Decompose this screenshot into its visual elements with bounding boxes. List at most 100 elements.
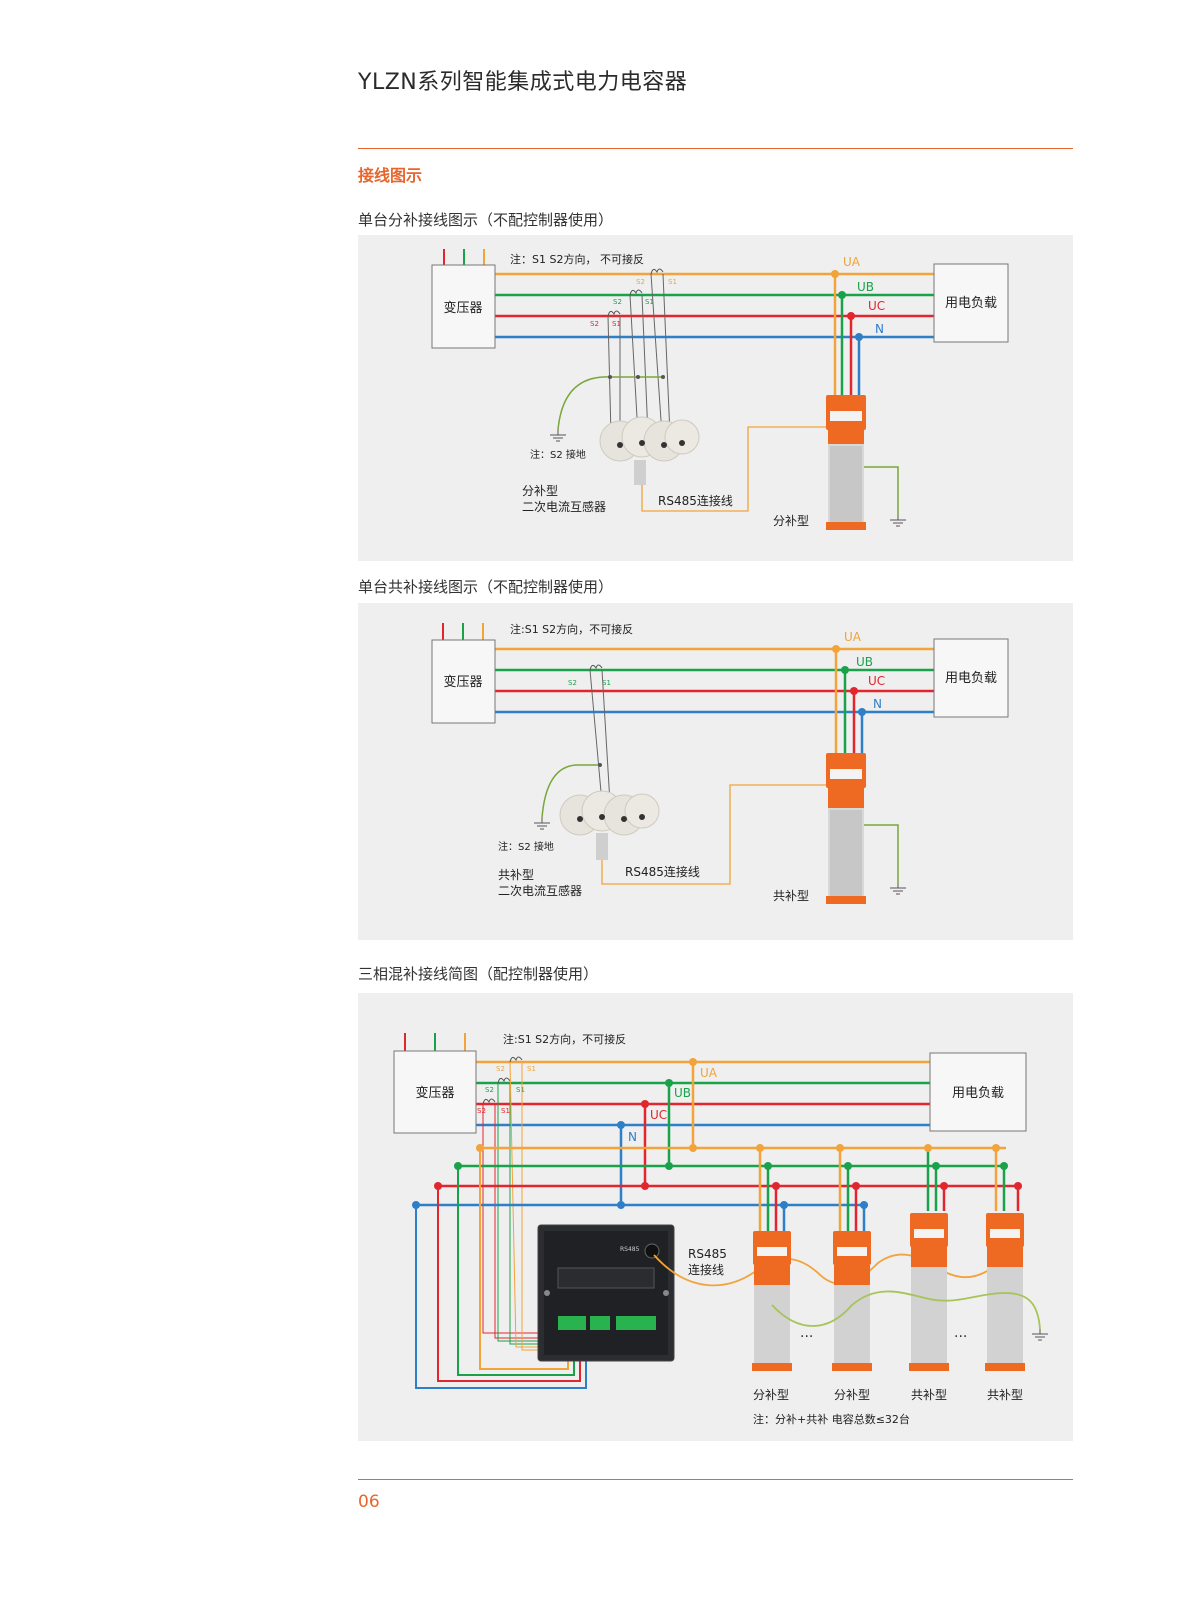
d2-ct-leads [589, 669, 611, 804]
diagram2-subtitle: 单台共补接线图示（不配控制器使用） [358, 578, 614, 596]
d1-ua-label: UA [843, 255, 861, 269]
svg-text:S2: S2 [496, 1065, 505, 1073]
d1-cap-label: 分补型 [773, 514, 809, 528]
d1-ct-ground-icon [550, 430, 566, 442]
d1-cap-ground-icon [890, 515, 906, 527]
svg-text:S2: S2 [477, 1107, 486, 1115]
d3-transformer-box [393, 1050, 477, 1134]
d3-cap-drops [758, 1148, 1020, 1231]
d3-capacitor-1 [752, 1231, 792, 1371]
svg-text:S1: S1 [645, 298, 654, 306]
svg-text:S2: S2 [568, 679, 577, 687]
d2-ct-label-1: 共补型 [498, 868, 534, 882]
d3-ua-label: UA [700, 1066, 718, 1080]
d1-ct-c: S2 S1 [590, 310, 621, 328]
d1-rs485-label: RS485连接线 [658, 493, 733, 508]
diagram2-svg: 变压器 用电负载 注:S1 S2方向，不可接反 S2 S1 注：S2 接地 共补… [431, 622, 1009, 904]
d3-total-note: 注：分补+共补 电容总数≤32台 [753, 1412, 910, 1426]
diagram3-panel: 注:S1 S2方向，不可接反 变压器 用电负载 S2 S1 S2 S1 S2 S… [358, 993, 1073, 1441]
d3-load-label: 用电负载 [952, 1086, 1004, 1101]
svg-text:S1: S1 [668, 278, 677, 286]
svg-text:S1: S1 [612, 320, 621, 328]
d2-current-transformer [559, 790, 660, 860]
d3-ct-a: S2 S1 [496, 1056, 536, 1073]
d3-rs485-label-1: RS485 [688, 1247, 727, 1261]
diagram3-svg: 注:S1 S2方向，不可接反 变压器 用电负载 S2 S1 S2 S1 S2 S… [393, 1032, 1048, 1426]
page-number: 06 [358, 1492, 380, 1512]
d1-ct-label-1: 分补型 [522, 484, 558, 498]
svg-text:S1: S1 [527, 1065, 536, 1073]
d3-capacitor-2 [832, 1231, 872, 1371]
d1-rs485-wire [641, 426, 828, 512]
d3-cap-label-2: 分补型 [834, 1388, 870, 1402]
diagram1-subtitle: 单台分补接线图示（不配控制器使用） [358, 211, 614, 229]
d2-ct-label-2: 二次电流互感器 [498, 883, 582, 898]
d3-transformer-label: 变压器 [415, 1085, 454, 1101]
d2-load-box [933, 638, 1009, 718]
d3-load-box [929, 1052, 1027, 1132]
svg-text:S2: S2 [590, 320, 599, 328]
d1-transformer-box [431, 264, 496, 349]
d1-current-transformer [599, 416, 700, 485]
d3-controller: RS485 [537, 1224, 675, 1362]
d2-rs485-wire [601, 784, 828, 885]
d1-load-label: 用电负载 [945, 296, 997, 311]
d2-n-label: N [873, 697, 882, 711]
d2-ct-b: S2 S1 [568, 664, 611, 687]
d3-cap-label-4: 共补型 [987, 1388, 1023, 1402]
header-rule [358, 148, 1073, 149]
svg-text:S1: S1 [602, 679, 611, 687]
d1-ct-b: S2 S1 [613, 289, 654, 306]
d3-ct-c: S2 S1 [477, 1098, 510, 1115]
d1-uc-label: UC [868, 299, 885, 313]
d3-uc-label: UC [650, 1108, 667, 1122]
d2-cap-ground-icon [890, 883, 906, 895]
d1-ground-note: 注：S2 接地 [530, 448, 586, 461]
d3-ellipsis-1: ··· [800, 1329, 813, 1345]
d2-uc-label: UC [868, 674, 885, 688]
diagram3-subtitle: 三相混补接线简图（配控制器使用） [358, 965, 599, 983]
d1-transformer-label: 变压器 [443, 300, 482, 316]
d3-note: 注:S1 S2方向，不可接反 [503, 1032, 626, 1046]
d3-ct-b: S2 S1 [485, 1077, 525, 1094]
d1-note: 注：S1 S2方向， 不可接反 [510, 252, 644, 266]
d3-ground-chain [771, 1290, 1041, 1330]
d2-cap-label: 共补型 [773, 889, 809, 903]
d2-ub-label: UB [856, 655, 873, 669]
d3-capacitor-4 [985, 1213, 1025, 1371]
d2-rs485-label: RS485连接线 [625, 864, 700, 879]
d3-ub-label: UB [674, 1086, 691, 1100]
d2-ground-note: 注：S2 接地 [498, 840, 554, 853]
d2-capacitor-unit [826, 753, 866, 904]
d1-cap-ground-wire [864, 466, 899, 515]
svg-text:S1: S1 [501, 1107, 510, 1115]
svg-text:S2: S2 [613, 298, 622, 306]
footer-rule [358, 1479, 1073, 1480]
d3-cap-label-1: 分补型 [753, 1388, 789, 1402]
d3-capacitor-3 [909, 1213, 949, 1371]
diagram1-panel: 变压器 用电负载 注：S1 S2方向， 不可接反 S2 S1 S2 S1 S2 … [358, 235, 1073, 561]
d2-ct-ground-wire [541, 764, 600, 819]
d3-bus-dots [756, 1144, 1022, 1209]
d1-n-label: N [875, 322, 884, 336]
document-title: YLZN系列智能集成式电力电容器 [358, 70, 688, 95]
d3-n-label: N [628, 1130, 637, 1144]
d1-ct-leads [607, 273, 671, 436]
d2-note: 注:S1 S2方向，不可接反 [510, 622, 633, 636]
d3-ellipsis-2: ··· [954, 1329, 967, 1345]
svg-text:S2: S2 [485, 1086, 494, 1094]
d3-rs485-label-2: 连接线 [688, 1262, 724, 1277]
d2-cap-ground-wire [864, 824, 899, 883]
d2-load-label: 用电负载 [945, 671, 997, 686]
d1-capacitor-unit [826, 395, 866, 530]
d3-cap-label-3: 共补型 [911, 1388, 947, 1402]
d2-ct-ground-icon [534, 818, 550, 830]
d1-load-box [933, 263, 1009, 343]
diagram1-svg: 变压器 用电负载 注：S1 S2方向， 不可接反 S2 S1 S2 S1 S2 … [431, 249, 1009, 530]
section-title: 接线图示 [358, 166, 423, 185]
d1-ub-label: UB [857, 280, 874, 294]
d1-ct-label-2: 二次电流互感器 [522, 499, 606, 514]
svg-text:S2: S2 [636, 278, 645, 286]
d3-ground-icon [1032, 1329, 1048, 1341]
d2-transformer-box [431, 639, 496, 724]
